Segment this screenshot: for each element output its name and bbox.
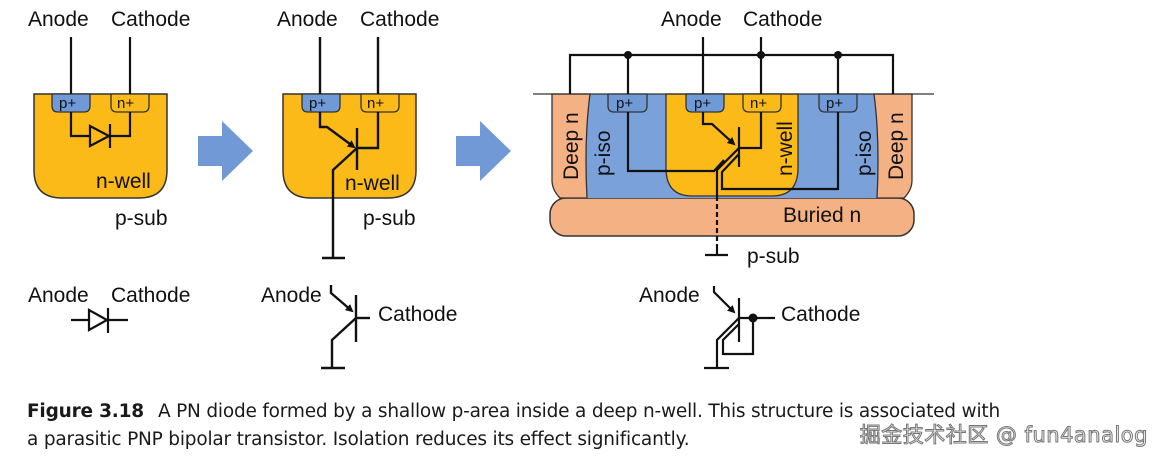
p-plus-region <box>51 93 91 113</box>
n-plus-region <box>742 93 782 113</box>
caption-line-1: A PN diode formed by a shallow p-area in… <box>157 401 1000 422</box>
watermark: 掘金技术社区 @ fun4analog <box>859 423 1148 448</box>
caption-line-2: a parasitic PNP bipolar transistor. Isol… <box>27 429 690 450</box>
diode-symbol-icon <box>88 124 112 148</box>
figure-caption: Figure 3.18 A PN diode formed by a shallo… <box>27 398 1147 454</box>
panel-isolated-cross-section: Anode Cathode Buried n p+ p+ n+ p+ Deep … <box>533 8 934 370</box>
transition-arrow-icon <box>198 121 253 181</box>
n-well-region <box>33 93 168 199</box>
diode-figure: Anode Cathode p+ n+ n-well p-sub Anode C… <box>28 8 934 370</box>
n-plus-region <box>110 93 150 113</box>
p-sub-label: p-sub <box>363 207 416 230</box>
interconnect-wiring <box>568 37 895 94</box>
cathode-label: Cathode <box>743 8 822 31</box>
symbol-anode-label: Anode <box>639 284 700 307</box>
junction-dot <box>748 313 758 323</box>
cathode-label: Cathode <box>111 8 190 31</box>
cathode-wire <box>111 37 132 138</box>
p-plus-label: p+ <box>309 95 326 112</box>
cathode-label: Cathode <box>360 8 439 31</box>
panel-diode-cross-section: Anode Cathode p+ n+ n-well p-sub Anode C… <box>28 8 190 333</box>
buried-n-label: Buried n <box>783 204 861 227</box>
anode-label: Anode <box>28 8 89 31</box>
p-plus-center-label: p+ <box>694 95 711 112</box>
panel-parasitic-pnp-cross-section: Anode Cathode p+ n+ n-well p-sub Anode C… <box>261 8 457 370</box>
diode-schematic-icon <box>71 308 128 333</box>
n-well-label: n-well <box>774 121 797 176</box>
pnp-schematic-icon <box>321 285 370 370</box>
symbol-anode-label: Anode <box>28 284 89 307</box>
isolated-pnp-schematic-icon <box>704 286 775 370</box>
pnp-transistor-icon <box>318 37 380 260</box>
deep-n-left-label: Deep n <box>560 112 583 180</box>
n-plus-label: n+ <box>367 95 384 112</box>
symbol-cathode-label: Cathode <box>781 303 860 326</box>
deep-n-right-region <box>873 93 913 199</box>
p-plus-right-region <box>818 93 858 113</box>
n-plus-label: n+ <box>117 95 134 112</box>
p-sub-label: p-sub <box>747 245 800 268</box>
symbol-cathode-label: Cathode <box>111 284 190 307</box>
n-well-label: n-well <box>96 170 151 193</box>
symbol-cathode-label: Cathode <box>378 303 457 326</box>
anode-label: Anode <box>277 8 338 31</box>
transition-arrow-icon <box>456 121 511 181</box>
n-well-label: n-well <box>345 172 400 195</box>
n-plus-label: n+ <box>750 95 767 112</box>
n-plus-region <box>360 93 400 113</box>
deep-n-left-region <box>551 93 591 199</box>
symbol-anode-label: Anode <box>261 284 322 307</box>
anode-wire <box>69 37 90 138</box>
anode-label: Anode <box>661 8 722 31</box>
junction-dots <box>624 51 842 59</box>
p-plus-right-label: p+ <box>826 95 843 112</box>
p-plus-center-region <box>685 93 725 113</box>
p-plus-label: p+ <box>59 95 76 112</box>
isolated-pnp-icon <box>626 112 840 257</box>
p-sub-label: p-sub <box>115 207 168 230</box>
deep-n-right-label: Deep n <box>885 112 908 180</box>
p-iso-left-label: p-iso <box>592 130 615 176</box>
figure-number: Figure 3.18 <box>27 401 144 422</box>
p-iso-right-label: p-iso <box>853 130 876 176</box>
p-plus-left-region <box>607 93 648 113</box>
p-plus-left-label: p+ <box>616 95 633 112</box>
p-plus-region <box>301 93 341 113</box>
